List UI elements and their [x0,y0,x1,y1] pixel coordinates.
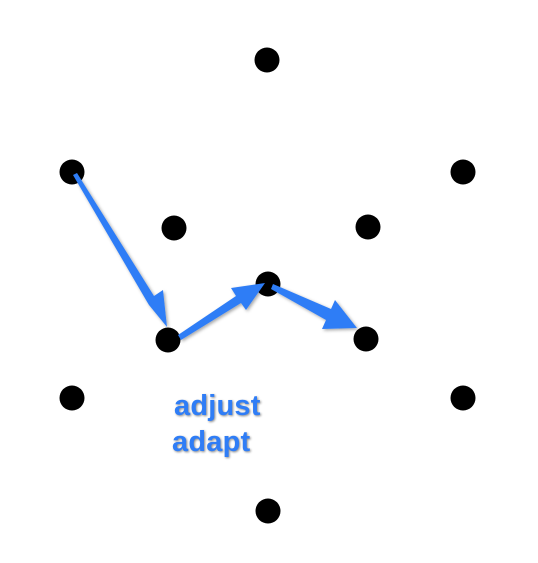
label-adjust: adjust [174,390,261,422]
dot-bottom [255,498,281,524]
dot-upper-right [450,159,476,185]
dot-inner-upper-right [355,214,381,240]
arrow-path [73,173,357,340]
dot-grid [59,47,476,524]
dot-lower-right [450,385,476,411]
arrow-1 [73,173,167,327]
arrow-3 [271,284,357,329]
dot-inner-upper-left [161,215,187,241]
dot-inner-lower-right [353,326,379,352]
dot-lower-left [59,385,85,411]
dot-top [254,47,280,73]
dot-inner-lower-left [155,327,181,353]
label-adapt: adapt [172,426,251,458]
arrow-2 [178,283,265,340]
